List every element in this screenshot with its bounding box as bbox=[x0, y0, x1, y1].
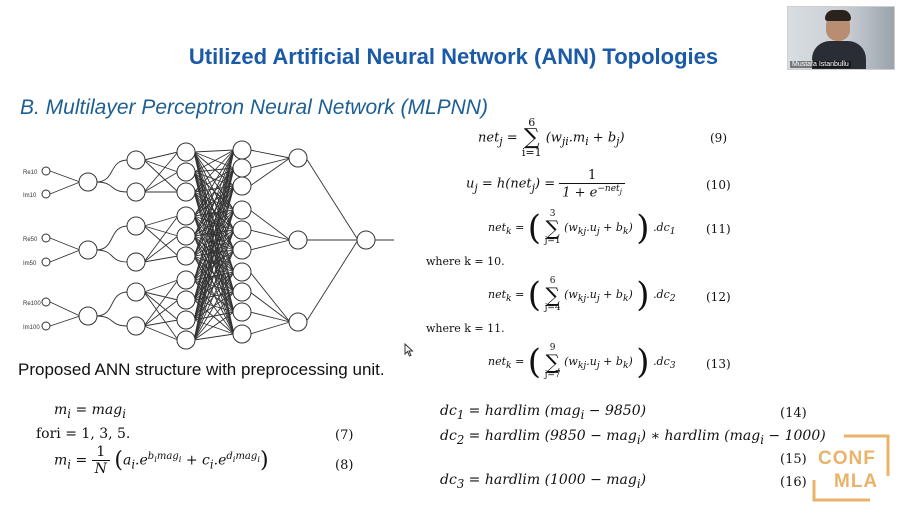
hidden-node bbox=[126, 216, 146, 236]
input-node bbox=[41, 257, 51, 267]
equation-10-number: (10) bbox=[706, 178, 731, 192]
hidden-node bbox=[232, 176, 252, 196]
hidden-node bbox=[176, 226, 196, 246]
input-node bbox=[41, 189, 51, 199]
equation-7b: fori = 1, 3, 5. bbox=[36, 426, 131, 442]
equation-16: dc3 = hardlim (1000 − magi) bbox=[440, 472, 647, 491]
equation-11-number: (11) bbox=[706, 222, 731, 236]
equation-7-number: (7) bbox=[335, 428, 354, 443]
hidden-node bbox=[176, 330, 196, 350]
mouse-cursor-icon bbox=[404, 343, 414, 357]
hidden-node bbox=[176, 290, 196, 310]
hidden-node bbox=[232, 262, 252, 282]
hidden-node bbox=[232, 282, 252, 302]
equation-14-number: (14) bbox=[780, 406, 807, 421]
where-k-10: where k = 10. bbox=[426, 255, 505, 268]
slide-title: Utilized Artificial Neural Network (ANN)… bbox=[188, 44, 719, 69]
equation-11: netk = ( 3 ∑ j=1 (wkj.uj + bk) ) .dc1 bbox=[488, 208, 676, 248]
hidden-node bbox=[232, 158, 252, 178]
hidden-node bbox=[126, 182, 146, 202]
hidden-node bbox=[176, 162, 196, 182]
input-label: Re50 bbox=[23, 237, 38, 243]
equation-9-number: (9) bbox=[710, 131, 727, 145]
equation-10: uj = h(netj) = 1 1 + e−netj bbox=[466, 168, 625, 200]
network-connections bbox=[49, 149, 394, 341]
hidden-node bbox=[126, 316, 146, 336]
equation-9: netj = 6 ∑ i=1 (wji.mi + bj) bbox=[478, 116, 625, 159]
logo-line-1: CONF bbox=[818, 448, 876, 469]
input-node bbox=[41, 321, 51, 331]
hidden-node bbox=[78, 306, 98, 326]
hidden-node bbox=[176, 206, 196, 226]
input-label: Im50 bbox=[23, 261, 37, 267]
hidden-node bbox=[176, 246, 196, 266]
hidden-node bbox=[176, 182, 196, 202]
equation-14: dc1 = hardlim (magi − 9850) bbox=[440, 403, 647, 422]
presenter-name: Mustafa Istanbullu bbox=[790, 61, 851, 68]
input-label: Re100 bbox=[23, 301, 41, 307]
hidden-node bbox=[232, 140, 252, 160]
logo-frame-icon bbox=[812, 434, 890, 502]
logo-line-2: MLA bbox=[834, 471, 879, 492]
presenter-body bbox=[812, 41, 866, 69]
equation-15: dc2 = hardlim (9850 − magi) ∗ hardlim (m… bbox=[440, 428, 826, 447]
diagram-caption: Proposed ANN structure with preprocessin… bbox=[18, 360, 385, 379]
hidden-node bbox=[126, 252, 146, 272]
equation-15-number: (15) bbox=[780, 452, 807, 467]
hidden-node bbox=[176, 310, 196, 330]
hidden-node bbox=[126, 150, 146, 170]
hidden-node bbox=[232, 240, 252, 260]
equation-12-number: (12) bbox=[706, 290, 731, 304]
input-node bbox=[41, 166, 51, 176]
input-node bbox=[41, 233, 51, 243]
input-node bbox=[41, 297, 51, 307]
hidden-node bbox=[176, 142, 196, 162]
input-label: Re10 bbox=[23, 170, 38, 176]
hidden-node bbox=[176, 270, 196, 290]
hidden-node bbox=[78, 240, 98, 260]
hidden-node bbox=[232, 200, 252, 220]
equation-8-number: (8) bbox=[335, 458, 354, 473]
input-label: Im100 bbox=[23, 325, 40, 331]
equation-12: netk = ( 6 ∑ j=4 (wkj.uj + bk) ) .dc2 bbox=[488, 275, 676, 315]
equation-13-number: (13) bbox=[706, 357, 731, 371]
confmla-logo: CONF MLA bbox=[810, 430, 892, 504]
hidden-node bbox=[288, 148, 308, 168]
equation-7a: mi = magi bbox=[54, 402, 126, 421]
hidden-node bbox=[78, 172, 98, 192]
hidden-node bbox=[288, 230, 308, 250]
equation-16-number: (16) bbox=[780, 475, 807, 490]
equation-13: netk = ( 9 ∑ j=7 (wkj.uj + bk) ) .dc3 bbox=[488, 342, 676, 382]
hidden-node bbox=[288, 312, 308, 332]
hidden-node bbox=[126, 282, 146, 302]
hidden-node bbox=[232, 302, 252, 322]
hidden-node bbox=[232, 220, 252, 240]
where-k-11: where k = 11. bbox=[426, 322, 505, 335]
slide-subtitle: B. Multilayer Perceptron Neural Network … bbox=[20, 96, 488, 119]
output-node bbox=[356, 230, 376, 250]
input-label: Im10 bbox=[23, 193, 37, 199]
hidden-node bbox=[232, 324, 252, 344]
presenter-webcam[interactable]: Mustafa Istanbullu bbox=[787, 6, 895, 70]
presenter-hair bbox=[825, 10, 851, 21]
